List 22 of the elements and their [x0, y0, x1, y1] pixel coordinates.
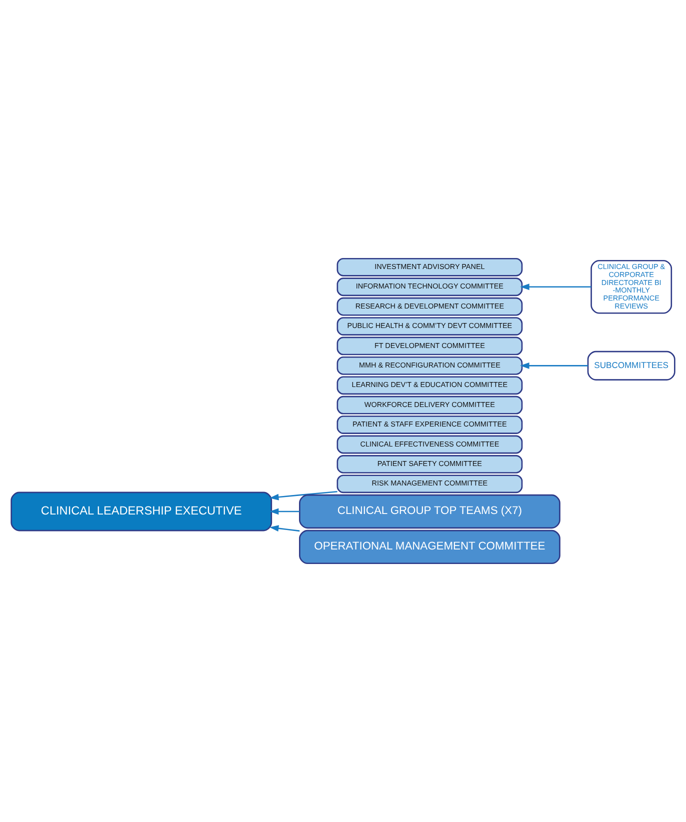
node-box: INVESTMENT ADVISORY PANEL: [336, 258, 523, 276]
node-box: FT DEVELOPMENT COMMITTEE: [336, 336, 523, 356]
node-box: CLINICAL GROUP TOP TEAMS (X7): [299, 494, 560, 529]
node-box: PATIENT & STAFF EXPERIENCE COMMITTEE: [336, 416, 523, 434]
node-box: CLINICAL GROUP & CORPORATE DIRECTORATE BI -MONTHLY PERFORMANCE REVIEWS: [590, 260, 672, 314]
arrow: [269, 490, 338, 500]
node-box: PUBLIC HEALTH & COMM’TY DEVT COMMITTEE: [336, 317, 523, 336]
node-box: LEARNING DEV’T & EDUCATION COMMITTEE: [336, 376, 523, 395]
node-box: CLINICAL LEADERSHIP EXECUTIVE: [10, 492, 272, 532]
node-box: CLINICAL EFFECTIVENESS COMMITTEE: [336, 435, 523, 454]
node-box: MMH & RECONFIGURATION COMMITTEE: [336, 356, 523, 375]
node-box: RESEARCH & DEVELOPMENT COMMITTEE: [336, 297, 523, 316]
arrow: [269, 525, 300, 532]
arrow: [269, 508, 300, 515]
arrow: [520, 362, 588, 369]
node-box: OPERATIONAL MANAGEMENT COMMITTEE: [299, 530, 560, 564]
node-box: INFORMATION TECHNOLOGY COMMITTEE: [336, 278, 523, 296]
arrow: [520, 284, 592, 290]
node-box: PATIENT SAFETY COMMITTEE: [336, 455, 523, 474]
node-box: SUBCOMMITTEES: [587, 350, 676, 380]
node-box: RISK MANAGEMENT COMMITTEE: [336, 474, 523, 494]
node-box: WORKFORCE DELIVERY COMMITTEE: [336, 396, 523, 414]
